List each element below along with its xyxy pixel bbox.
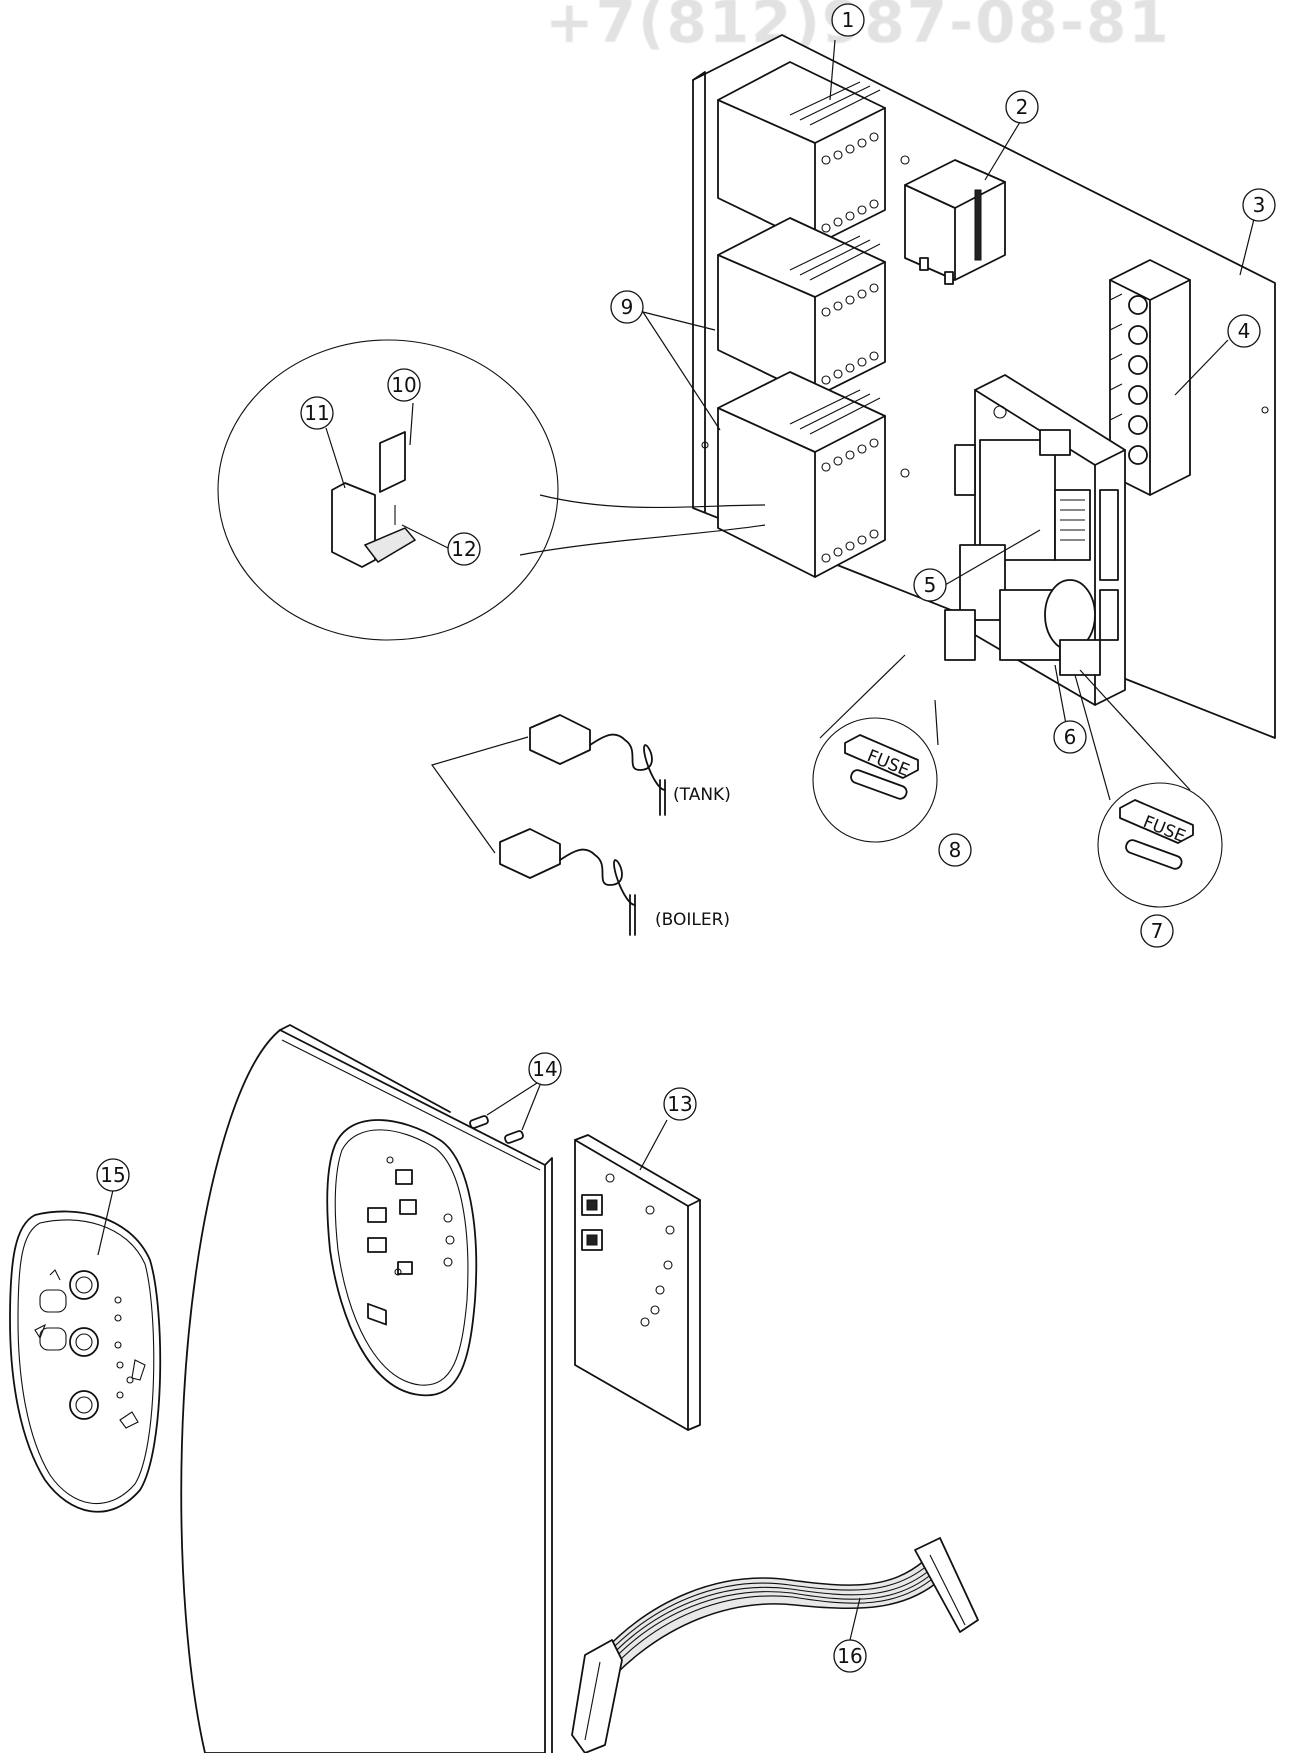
- contactor-top: [717, 61, 886, 246]
- svg-text:7: 7: [1151, 919, 1164, 943]
- callout-5: 5: [913, 568, 947, 602]
- callout-16: 16: [833, 1639, 867, 1673]
- svg-text:3: 3: [1253, 193, 1266, 217]
- screws: [469, 1082, 541, 1144]
- svg-text:8: 8: [949, 838, 962, 862]
- callout-11: 11: [300, 396, 334, 430]
- svg-text:2: 2: [1016, 95, 1029, 119]
- power-relay: [904, 159, 1006, 285]
- callout-9: 9: [610, 290, 644, 324]
- svg-text:4: 4: [1238, 319, 1251, 343]
- svg-text:6: 6: [1064, 725, 1077, 749]
- callout-7: 7: [1140, 914, 1174, 948]
- svg-text:15: 15: [100, 1163, 125, 1187]
- terminal-block: [1109, 259, 1191, 496]
- callout-13: 13: [663, 1087, 697, 1121]
- callout-10: 10: [387, 368, 421, 402]
- boiler-thermostat: (BOILER): [499, 828, 730, 936]
- svg-text:12: 12: [451, 537, 476, 561]
- fuse-detail-7: FUSE: [1074, 669, 1223, 908]
- svg-text:10: 10: [391, 373, 416, 397]
- svg-text:(TANK): (TANK): [673, 785, 731, 805]
- svg-text:5: 5: [924, 573, 937, 597]
- svg-text:14: 14: [532, 1057, 557, 1081]
- callout-14: 14: [528, 1052, 562, 1086]
- switch-board: [574, 1119, 701, 1431]
- ribbon-cable: [571, 1537, 979, 1753]
- thermostat-leader: [431, 736, 529, 854]
- callout-8: 8: [938, 833, 972, 867]
- contactor-middle: [717, 217, 886, 398]
- svg-text:16: 16: [837, 1644, 862, 1668]
- svg-text:(BOILER): (BOILER): [655, 910, 730, 930]
- front-panel: [180, 1024, 553, 1753]
- svg-text:1: 1: [842, 8, 855, 32]
- control-label-overlay: [9, 1189, 162, 1513]
- svg-text:13: 13: [667, 1092, 692, 1116]
- fuse-detail-8: FUSE: [812, 654, 939, 843]
- callout-4: 4: [1227, 314, 1261, 348]
- callout-15: 15: [96, 1158, 130, 1192]
- tank-thermostat: (TANK): [529, 714, 731, 816]
- svg-text:11: 11: [304, 401, 329, 425]
- callout-2: 2: [1005, 90, 1039, 124]
- control-board: [944, 374, 1126, 706]
- svg-text:9: 9: [621, 295, 634, 319]
- callout-3: 3: [1242, 188, 1276, 222]
- callout-12: 12: [447, 532, 481, 566]
- callout-1: 1: [831, 3, 865, 37]
- detail-circle-terminal: [217, 339, 766, 641]
- callout-6: 6: [1053, 720, 1087, 754]
